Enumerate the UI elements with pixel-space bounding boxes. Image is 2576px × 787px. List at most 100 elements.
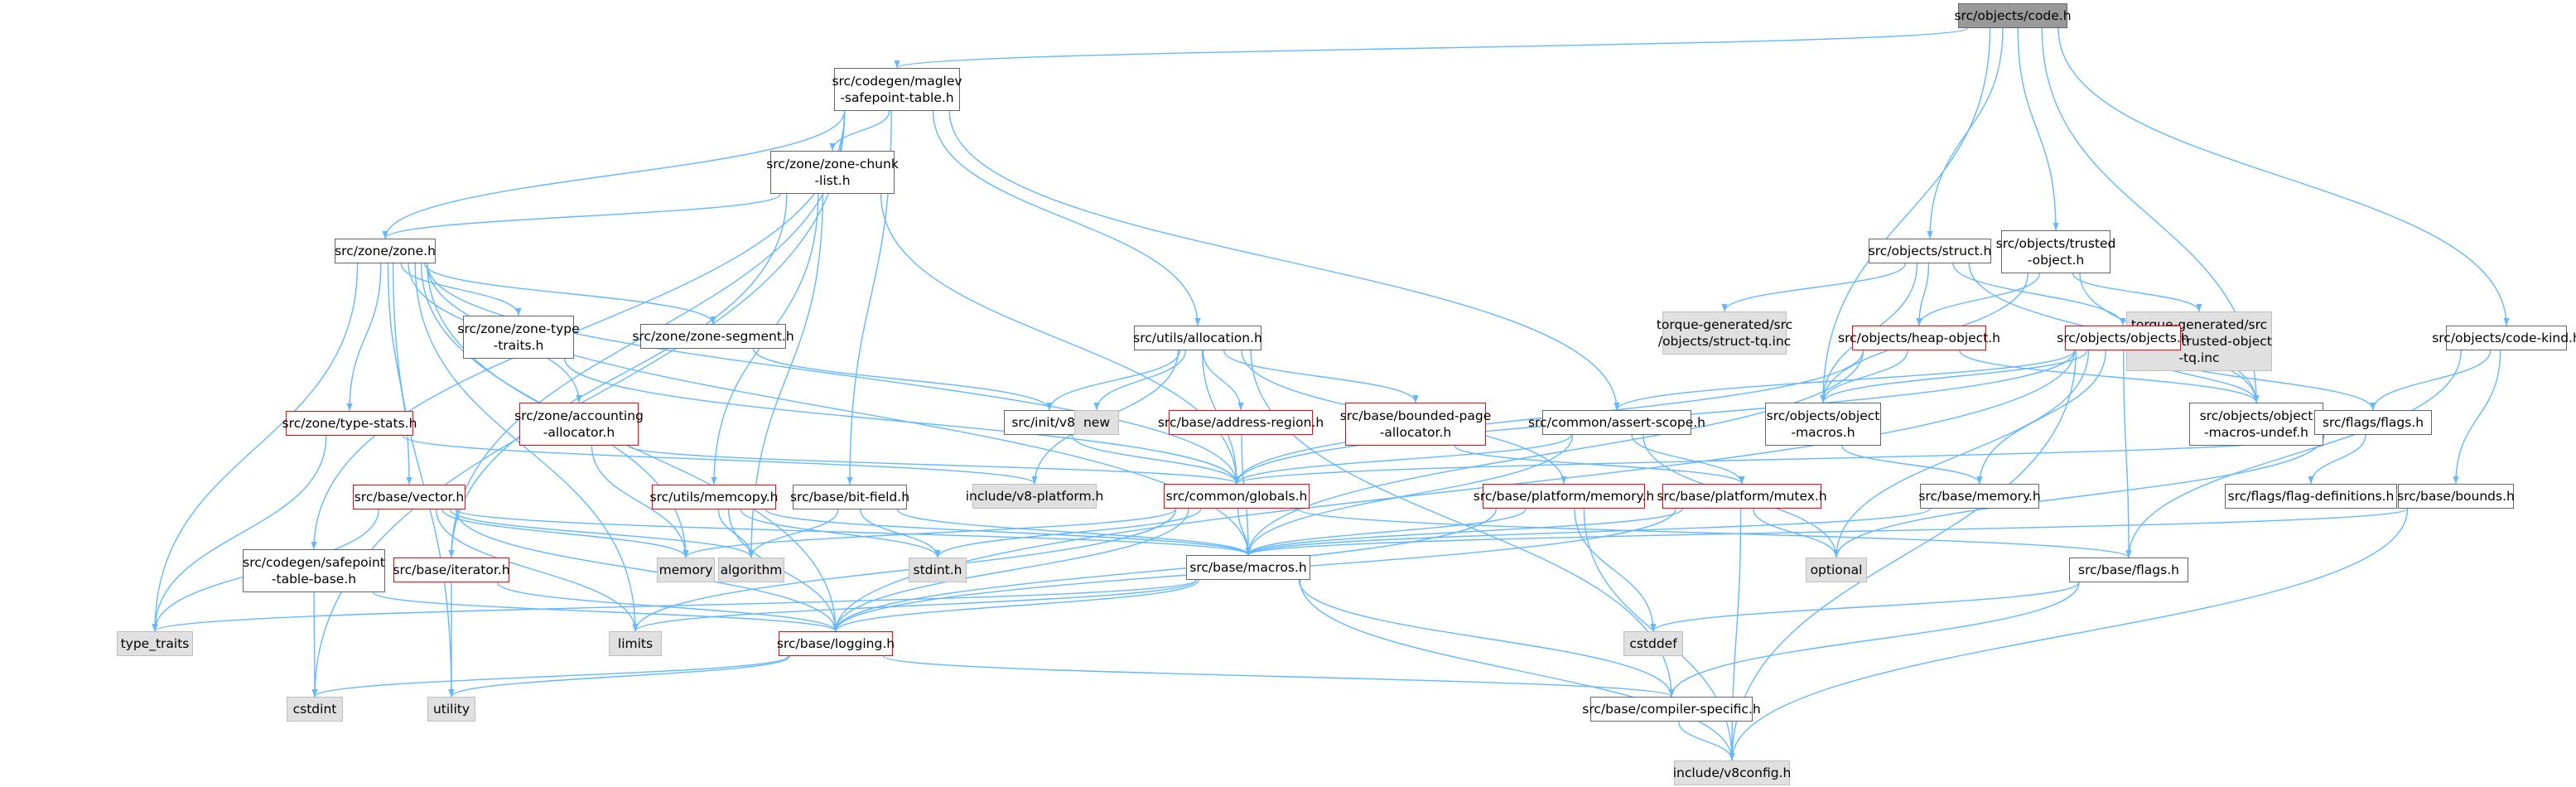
edge-maglev-safepoint-to-zone-h (382, 110, 846, 239)
node-base-memory[interactable]: src/base/memory.h (1918, 484, 2041, 509)
node-base-platform-mutex[interactable]: src/base/platform/mutex.h (1657, 484, 1827, 509)
edge-zone-chunk-list-to-zone-h (382, 193, 782, 239)
edge-flags-flags-to-flags-definitions (2308, 434, 2366, 485)
node-label-line: memory (658, 562, 713, 577)
node-base-macros[interactable]: src/base/macros.h (1186, 555, 1310, 580)
edge-base-platform-memory-to-base-macros (1245, 508, 1527, 556)
node-base-flags[interactable]: src/base/flags.h (2069, 558, 2188, 582)
node-label-line: src/zone/zone-type (457, 321, 580, 336)
node-objects-objects[interactable]: src/objects/objects.h (2057, 326, 2189, 350)
edge-base-macros-to-limits-sys (632, 579, 1198, 632)
node-include-v8-platform: include/v8-platform.h (966, 484, 1103, 509)
edge-objects-heap-object-to-base-macros (1245, 350, 1864, 556)
node-common-globals[interactable]: src/common/globals.h (1164, 484, 1310, 509)
edge-utils-allocation-to-base-bounded-page (1223, 350, 1419, 403)
node-objects-code-kind[interactable]: src/objects/code-kind.h (2432, 326, 2576, 350)
node-label-line: src/zone/accounting (514, 408, 644, 423)
node-zone-type-stats[interactable]: src/zone/type-stats.h (282, 411, 417, 436)
node-common-assert-scope[interactable]: src/common/assert-scope.h (1528, 410, 1705, 435)
edge-base-macros-to-type-traits-sys (152, 579, 1198, 632)
edge-base-bounds-to-include-v8config (1729, 508, 2409, 761)
node-label-line: -safepoint-table.h (840, 90, 954, 105)
node-torque-struct: torque-generated/src/objects/struct-tq.i… (1657, 311, 1792, 355)
node-objects-heap-object[interactable]: src/objects/heap-object.h (1838, 326, 2000, 350)
edge-base-vector-to-base-macros (455, 509, 1252, 556)
edge-zone-h-to-utility-sys (392, 263, 455, 698)
node-zone-h[interactable]: src/zone/zone.h (335, 239, 436, 263)
node-label-line: src/base/iterator.h (393, 562, 510, 577)
node-utils-memcopy[interactable]: src/utils/memcopy.h (650, 485, 778, 509)
node-label-line: -object.h (2027, 253, 2085, 268)
node-label-line: /objects/struct-tq.inc (1657, 334, 1792, 349)
node-label-line: torque-generated/src (1656, 317, 1793, 332)
edge-objects-code-kind-to-base-flags (2125, 350, 2462, 558)
edge-maglev-safepoint-to-zone-chunk-list (829, 110, 890, 152)
node-base-compiler-specific[interactable]: src/base/compiler-specific.h (1582, 697, 1761, 722)
node-memory-sys: memory (657, 558, 715, 582)
edge-objects-objects-to-base-flags (2123, 350, 2132, 558)
edge-flags-flags-to-optional-sys (1833, 434, 2325, 558)
edge-objects-objects-to-base-memory (1976, 350, 2106, 485)
node-utility-sys: utility (427, 697, 475, 722)
node-objects-struct[interactable]: src/objects/struct.h (1869, 239, 1991, 263)
edge-base-logging-to-utility-sys (448, 655, 791, 698)
edge-zone-type-stats-to-type-traits-sys (152, 435, 327, 632)
node-flags-flags[interactable]: src/flags/flags.h (2314, 410, 2432, 435)
edge-common-globals-to-base-flags (1296, 508, 2132, 558)
edge-common-assert-scope-to-base-platform-mutex (1631, 434, 1745, 485)
node-label-line: src/base/vector.h (354, 490, 465, 505)
edge-zone-segment-to-init-v8 (753, 348, 1053, 411)
node-code-h[interactable]: src/objects/code.h (1954, 3, 2072, 28)
edge-maglev-safepoint-to-codegen-safepoint-base (311, 110, 846, 550)
node-objects-object-macros[interactable]: src/objects/object-macros.h (1765, 403, 1881, 446)
edge-codegen-safepoint-base-to-cstdint-sys (311, 591, 318, 698)
node-base-platform-memory[interactable]: src/base/platform/memory.h (1474, 484, 1654, 509)
node-base-iterator[interactable]: src/base/iterator.h (393, 558, 510, 582)
node-include-v8config: include/v8config.h (1672, 760, 1792, 785)
node-label-line: -table-base.h (271, 572, 357, 587)
edge-maglev-safepoint-to-utils-allocation (932, 110, 1201, 326)
edge-zone-h-to-base-vector (387, 263, 412, 485)
edge-utils-memcopy-to-stdint-sys (740, 509, 941, 558)
edge-zone-h-to-base-logging (427, 263, 839, 632)
node-label-line: include/v8config.h (1672, 765, 1792, 780)
node-base-bounds[interactable]: src/base/bounds.h (2397, 484, 2515, 509)
node-label-line: src/base/logging.h (776, 636, 895, 651)
node-base-bounded-page[interactable]: src/base/bounded-page-allocator.h (1340, 403, 1491, 446)
node-label-line: src/base/bounds.h (2397, 489, 2515, 504)
node-zone-type-traits[interactable]: src/zone/zone-type-traits.h (457, 316, 580, 359)
edge-zone-chunk-list-to-base-iterator (448, 193, 788, 558)
edge-objects-objects-to-optional-sys (1833, 350, 2090, 558)
node-label-line: src/base/bounded-page (1339, 408, 1492, 423)
node-zone-accounting[interactable]: src/zone/accounting-allocator.h (514, 403, 644, 446)
node-maglev-safepoint[interactable]: src/codegen/maglev-safepoint-table.h (832, 68, 962, 111)
edge-common-globals-to-limits-sys (632, 508, 1177, 632)
edge-common-assert-scope-to-base-macros (1245, 434, 1574, 556)
node-stdint-sys: stdint.h (909, 558, 967, 582)
node-label-line: src/zone/zone-chunk (766, 157, 899, 171)
node-label-line: limits (617, 636, 654, 651)
node-base-vector[interactable]: src/base/vector.h (353, 485, 466, 509)
edge-objects-struct-to-objects-heap-object (1916, 263, 1930, 326)
node-zone-segment[interactable]: src/zone/zone-segment.h (632, 324, 794, 349)
node-algorithm-sys: algorithm (718, 558, 784, 582)
edge-code-h-to-objects-trusted (2017, 27, 2059, 231)
node-label-line: src/base/platform/mutex.h (1657, 489, 1827, 504)
node-utils-allocation[interactable]: src/utils/allocation.h (1133, 326, 1262, 350)
node-objects-trusted[interactable]: src/objects/trusted-object.h (1996, 230, 2115, 273)
edge-code-h-to-maglev-safepoint (894, 27, 1968, 69)
node-label-line: src/objects/code-kind.h (2432, 331, 2576, 345)
node-label-line: src/objects/objects.h (2057, 331, 2189, 345)
edge-zone-accounting-to-common-globals (628, 445, 1240, 485)
node-flags-definitions[interactable]: src/flags/flag-definitions.h (2225, 484, 2397, 509)
edge-utils-allocation-to-base-address-region (1202, 350, 1244, 411)
node-base-logging[interactable]: src/base/logging.h (776, 631, 895, 656)
node-label-line: src/zone/zone-segment.h (632, 329, 794, 344)
node-base-address-region[interactable]: src/base/address-region.h (1158, 410, 1324, 435)
node-codegen-safepoint-base[interactable]: src/codegen/safepoint-table-base.h (243, 549, 385, 592)
node-zone-chunk-list[interactable]: src/zone/zone-chunk-list.h (766, 151, 899, 194)
node-base-bit-field[interactable]: src/base/bit-field.h (789, 485, 910, 509)
node-label-line: src/base/bit-field.h (789, 490, 910, 505)
node-objects-object-macros-undef[interactable]: src/objects/object-macros-undef.h (2189, 403, 2323, 446)
node-label-line: stdint.h (913, 562, 962, 577)
